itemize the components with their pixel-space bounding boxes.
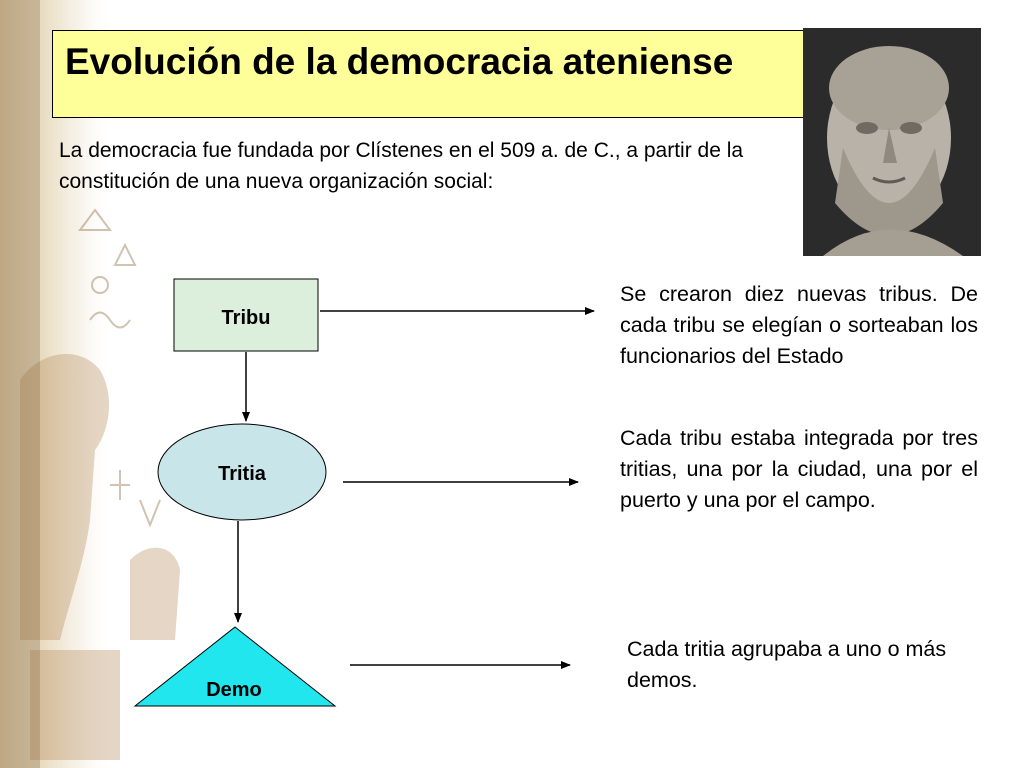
intro-text: La democracia fue fundada por Clístenes … — [59, 139, 744, 193]
tritia-label: Tritia — [218, 463, 267, 485]
tribu-label: Tribu — [222, 307, 271, 329]
title-box: Evolución de la democracia ateniense — [52, 30, 806, 118]
tritia-description: Cada tribu estaba integrada por tres tri… — [620, 426, 978, 512]
tribu-description: Se crearon diez nuevas tribus. De cada t… — [620, 282, 978, 368]
marble-bust-icon — [803, 28, 981, 256]
tritia-node — [157, 423, 327, 521]
tribu-node — [173, 278, 319, 352]
demo-label: Demo — [206, 679, 262, 701]
demo-node — [133, 626, 337, 707]
demo-description: Cada tritia agrupaba a uno o más demos. — [627, 637, 947, 692]
slide-title: Evolución de la democracia ateniense — [65, 41, 734, 82]
